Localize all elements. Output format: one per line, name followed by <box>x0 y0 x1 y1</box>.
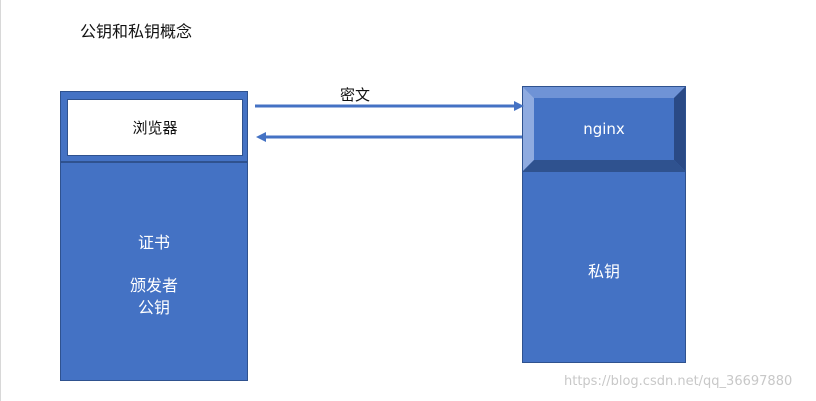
diagram-title: 公钥和私钥概念 <box>80 22 193 41</box>
watermark-text: https://blog.csdn.net/qq_36697880 <box>564 374 793 389</box>
cert-label: 证书 <box>137 233 170 252</box>
browser-label: 浏览器 <box>132 119 178 137</box>
arrow-right <box>255 101 524 111</box>
browser-box: 浏览器 <box>67 99 243 156</box>
nginx-bevel-box <box>522 86 686 172</box>
browser-divider <box>60 161 248 163</box>
issuer-label: 颁发者 <box>129 276 178 295</box>
page-left-border <box>0 0 1 401</box>
nginx-label: nginx <box>583 120 625 138</box>
private-key-label: 私钥 <box>587 262 620 281</box>
ciphertext-label: 密文 <box>340 86 371 104</box>
nginx-box-face: nginx <box>534 98 674 160</box>
public-key-label: 公钥 <box>137 298 170 317</box>
arrow-left <box>256 132 522 142</box>
